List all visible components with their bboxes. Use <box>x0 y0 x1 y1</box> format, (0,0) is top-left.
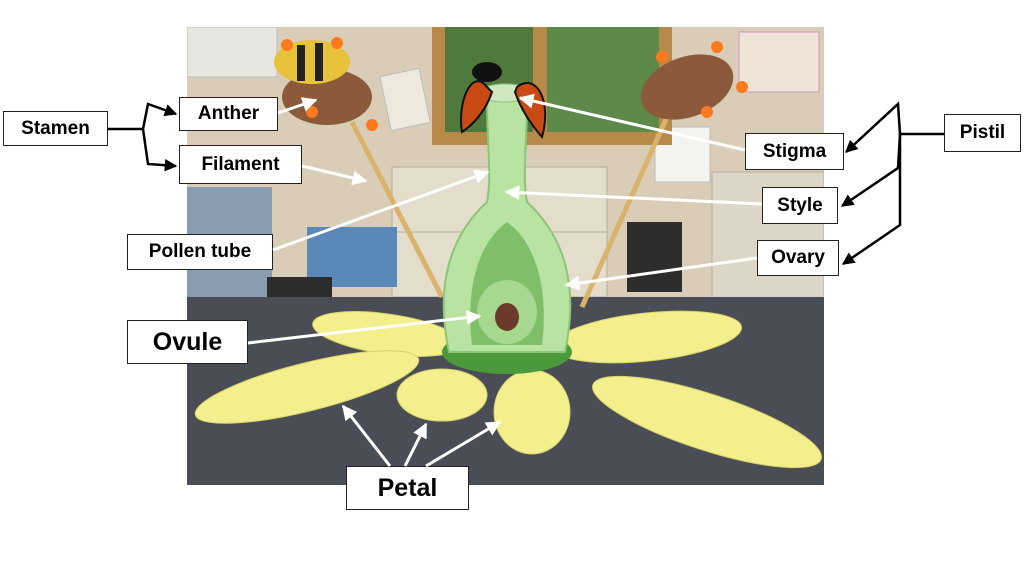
label-petal: Petal <box>346 466 469 510</box>
stamen-bracket <box>108 102 178 172</box>
label-ovary: Ovary <box>757 240 839 276</box>
butterfly-wing-left <box>460 80 494 134</box>
label-filament: Filament <box>179 145 302 184</box>
poster-corner <box>738 31 820 93</box>
poster-left <box>187 27 278 78</box>
poster-note <box>379 67 431 132</box>
label-stamen: Stamen <box>3 111 108 146</box>
label-pistil: Pistil <box>944 114 1021 152</box>
label-pollen-tube: Pollen tube <box>127 234 273 270</box>
bee-toy <box>274 40 350 84</box>
label-stigma: Stigma <box>745 133 844 170</box>
flower-model-photo <box>187 27 824 485</box>
flower-model-scene <box>187 27 824 485</box>
pistil-bracket <box>840 101 944 266</box>
trash-can <box>627 222 682 292</box>
label-anther: Anther <box>179 97 278 131</box>
window-pane-right <box>547 27 659 132</box>
label-ovule: Ovule <box>127 320 248 364</box>
label-style: Style <box>762 187 838 224</box>
